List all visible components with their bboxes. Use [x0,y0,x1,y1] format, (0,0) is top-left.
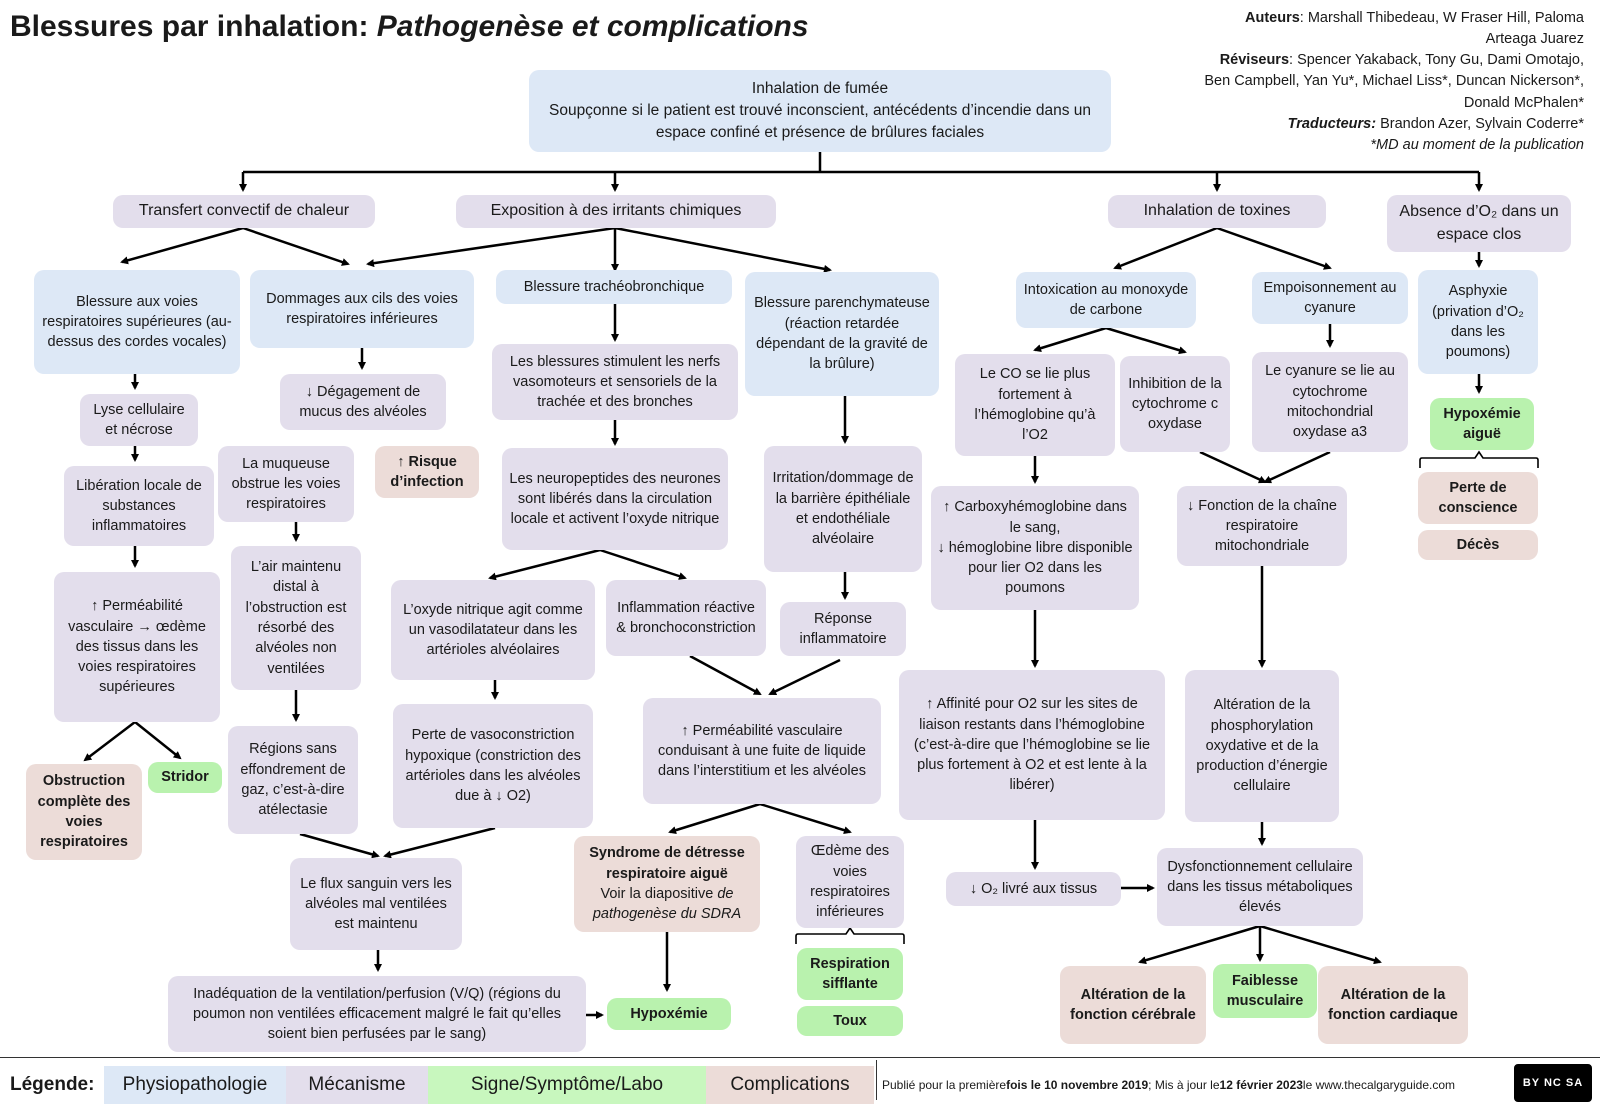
legend-mechanism: Mécanisme [286,1066,428,1104]
legend: Légende: Physiopathologie Mécanisme Sign… [0,1057,1600,1104]
barrier-damage-box: Irritation/dommage de la barrière épithé… [764,446,922,572]
blood-flow-box: Le flux sanguin vers les alvéoles mal ve… [290,858,462,950]
air-resorbed-box: L’air maintenu distal à l’obstruction es… [231,546,361,690]
carboxyhemoglobin-box: ↑ Carboxyhémoglobine dans le sang, ↓ hém… [931,486,1139,610]
inflammatory-response-box: Réponse inflammatoire [780,602,906,656]
acute-hypoxemia-box: Hypoxémie aiguë [1430,398,1534,450]
tracheobronchial-injury-box: Blessure trachéobronchique [496,270,732,304]
death-box: Décès [1418,530,1538,560]
cyanide-binding-box: Le cyanure se lie au cytochrome mitochon… [1252,352,1408,452]
mucosa-obstruct-box: La muqueuse obstrue les voies respiratoi… [218,446,354,522]
cerebral-function-box: Altération de la fonction cérébrale [1060,966,1206,1044]
wheezing-box: Respiration sifflante [797,948,903,1000]
legend-pathophysiology: Physiopathologie [104,1066,286,1104]
cytochrome-c-inhibition-box: Inhibition de la cytochrome c oxydase [1120,356,1230,452]
stridor-box: Stridor [148,762,222,793]
loss-of-consciousness-box: Perte de conscience [1418,472,1538,524]
muscle-weakness-box: Faiblesse musculaire [1213,964,1317,1018]
atelectasis-box: Régions sans effondrement de gaz, c’est-… [228,726,358,834]
chemical-irritants-box: Exposition à des irritants chimiques [456,195,776,228]
hypoxemia-box: Hypoxémie [607,998,731,1030]
cardiac-function-box: Altération de la fonction cardiaque [1318,966,1468,1044]
credits: Auteurs: Marshall Thibedeau, W Fraser Hi… [1204,10,1584,153]
cilia-damage-box: Dommages aux cils des voies respiratoire… [250,270,474,348]
creative-commons-license-icon: BY NC SA [1514,1064,1592,1102]
oxygen-absence-box: Absence d’O₂ dans un espace clos [1387,195,1571,252]
legend-sign-symptom-lab: Signe/Symptôme/Labo [428,1066,706,1104]
publication-footer: Publié pour la première fois le 10 novem… [882,1078,1455,1092]
nerve-stimulation-box: Les blessures stimulent les nerfs vasomo… [492,344,738,420]
legend-divider [876,1060,877,1100]
o2-affinity-box: ↑ Affinité pour O2 sur les sites de liai… [899,670,1165,820]
vascular-permeability-lower-box: ↑ Perméabilité vasculaire conduisant à u… [643,698,881,804]
cellular-dysfunction-box: Dysfonctionnement cellulaire dans les ti… [1157,848,1363,926]
cell-lysis-box: Lyse cellulaire et nécrose [80,394,198,446]
upper-airway-injury-box: Blessure aux voies respiratoires supérie… [34,270,240,374]
co-binding-box: Le CO se lie plus fortement à l’hémoglob… [955,354,1115,456]
reactive-inflammation-box: Inflammation réactive & bronchoconstrict… [606,580,766,656]
nitric-oxide-box: L’oxyde nitrique agit comme un vasodilat… [391,580,595,680]
o2-delivery-box: ↓ O₂ livré aux tissus [946,872,1121,906]
asphyxia-box: Asphyxie (privation d’O₂ dans les poumon… [1418,270,1538,374]
neuropeptides-box: Les neuropeptides des neurones sont libé… [502,448,728,550]
oxidative-phosphorylation-box: Altération de la phosphorylation oxydati… [1185,670,1339,822]
mucus-clearance-box: ↓ Dégagement de mucus des alvéoles [280,374,446,430]
respiratory-chain-box: ↓ Fonction de la chaîne respiratoire mit… [1177,486,1347,566]
cyanide-poisoning-box: Empoisonnement au cyanure [1252,272,1408,324]
airway-obstruction-box: Obstruction complète des voies respirato… [26,764,142,860]
legend-complications: Complications [706,1066,874,1104]
heat-transfer-box: Transfert convectif de chaleur [113,195,375,228]
smoke-inhalation-box: Inhalation de fumée Soupçonne si le pati… [529,70,1111,152]
vq-mismatch-box: Inadéquation de la ventilation/perfusion… [168,976,586,1052]
vascular-permeability-upper-box: ↑ Perméabilité vasculaire → œdème des ti… [54,572,220,722]
lower-airway-edema-box: Œdème des voies respiratoires inférieure… [796,836,904,928]
legend-label: Légende: [10,1074,95,1095]
infection-risk-box: ↑ Risque d’infection [375,446,479,498]
hypoxic-vasoconstriction-loss-box: Perte de vasoconstriction hypoxique (con… [393,704,593,828]
cough-box: Toux [797,1006,903,1036]
flow-connectors [83,150,1539,1019]
parenchymal-injury-box: Blessure parenchymateuse (réaction retar… [745,272,939,396]
toxin-inhalation-box: Inhalation de toxines [1108,195,1326,228]
page-title: Blessures par inhalation: Pathogenèse et… [10,10,809,43]
local-release-box: Libération locale de substances inflamma… [64,466,214,546]
co-poisoning-box: Intoxication au monoxyde de carbone [1016,272,1196,328]
